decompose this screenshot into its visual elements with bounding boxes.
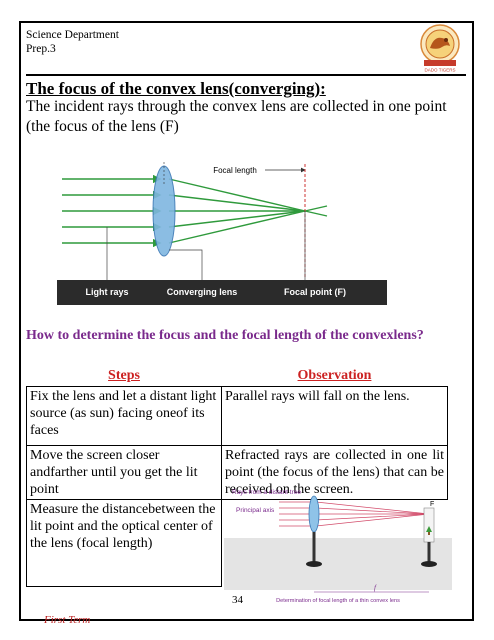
focal-length-f-label: f xyxy=(374,584,377,592)
logo-text: DADO TIGERS xyxy=(425,68,456,73)
distant-rays xyxy=(279,501,430,527)
light-rays-label: Light rays xyxy=(85,287,128,297)
focal-length-label: Focal length xyxy=(213,166,257,175)
steps-header: Steps xyxy=(108,367,140,383)
intro-text: The incident rays through the convex len… xyxy=(26,98,447,135)
section-title: The focus of the convex lens(converging)… xyxy=(26,79,326,98)
focus-f-label: F xyxy=(430,501,434,508)
lens-icon xyxy=(308,495,320,533)
term-label: First Term xyxy=(44,614,91,626)
observation-cell: Parallel rays will fall on the lens. xyxy=(221,386,448,446)
question-heading: How to determine the focus and the focal… xyxy=(26,328,424,343)
observation-cell: Refracted rays are collected in one lit … xyxy=(221,445,448,500)
converging-lens-diagram: Focal length xyxy=(57,160,387,305)
steps-table: Steps Observation Fix the lens and let a… xyxy=(26,366,448,587)
table-row: Move the screen closer andfarther until … xyxy=(26,445,448,500)
principal-axis-label: Principal axis xyxy=(236,507,275,514)
step-cell: Move the screen closer andfarther until … xyxy=(26,445,222,500)
step-cell: Fix the lens and let a distant light sou… xyxy=(26,386,222,446)
table-row: Measure the distancebetween the lit poin… xyxy=(26,499,448,587)
page-number: 34 xyxy=(232,594,243,606)
page-border xyxy=(19,21,474,621)
focal-point-label: Focal point (F) xyxy=(284,287,346,297)
department-label: Science Department xyxy=(26,29,119,41)
table-row: Fix the lens and let a distant light sou… xyxy=(26,386,448,446)
refracted-rays xyxy=(168,178,328,244)
focal-length-experiment-figure: Rays from a distant tree Principal axis … xyxy=(224,489,452,604)
converging-lens-label: Converging lens xyxy=(167,287,238,297)
header-separator xyxy=(26,74,466,76)
header: Science Department Prep.3 xyxy=(26,28,119,56)
figure-caption: Determination of focal length of a thin … xyxy=(276,598,400,604)
step-cell: Measure the distancebetween the lit poin… xyxy=(26,499,222,587)
screen-icon xyxy=(423,507,435,543)
distant-tree-label: Rays from a distant tree xyxy=(232,489,301,496)
incident-rays xyxy=(62,174,162,248)
school-logo: DADO TIGERS xyxy=(420,24,460,73)
grade-label: Prep.3 xyxy=(26,43,56,55)
observation-header: Observation xyxy=(297,367,372,383)
